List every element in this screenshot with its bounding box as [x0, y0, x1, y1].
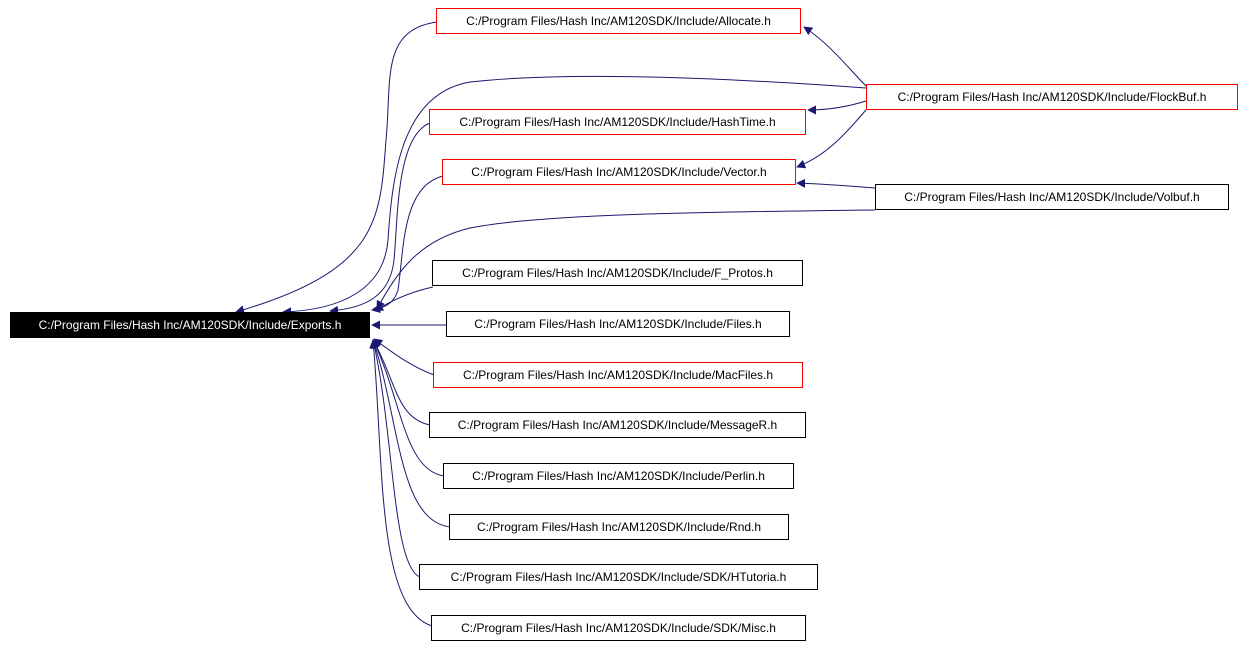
node-flockbuf-h[interactable]: C:/Program Files/Hash Inc/AM120SDK/Inclu… — [866, 84, 1238, 110]
node-misc-h[interactable]: C:/Program Files/Hash Inc/AM120SDK/Inclu… — [431, 615, 806, 641]
edge-rnd-to-exports — [371, 339, 451, 528]
edge-misc-to-exports — [369, 339, 433, 627]
node-vector-h[interactable]: C:/Program Files/Hash Inc/AM120SDK/Inclu… — [442, 159, 796, 185]
edge-allocate-to-exports — [235, 21, 438, 315]
node-htutoria-h[interactable]: C:/Program Files/Hash Inc/AM120SDK/Inclu… — [419, 564, 818, 590]
node-volbuf-h[interactable]: C:/Program Files/Hash Inc/AM120SDK/Inclu… — [875, 184, 1229, 210]
node-perlin-h[interactable]: C:/Program Files/Hash Inc/AM120SDK/Inclu… — [443, 463, 794, 489]
edge-fprotos-to-exports — [374, 286, 434, 312]
node-f-protos-h[interactable]: C:/Program Files/Hash Inc/AM120SDK/Inclu… — [432, 260, 803, 286]
node-files-h[interactable]: C:/Program Files/Hash Inc/AM120SDK/Inclu… — [446, 311, 790, 337]
node-exports-h[interactable]: C:/Program Files/Hash Inc/AM120SDK/Inclu… — [10, 312, 370, 338]
edge-flockbuf-to-vector — [796, 109, 867, 169]
edge-volbuf-to-exports — [376, 209, 876, 310]
edge-macfiles-to-exports — [373, 338, 435, 376]
edge-messager-to-exports — [372, 339, 431, 426]
node-messager-h[interactable]: C:/Program Files/Hash Inc/AM120SDK/Inclu… — [429, 412, 806, 438]
edge-vector-to-exports — [371, 175, 444, 314]
edge-flockbuf-to-hashtime — [807, 100, 867, 115]
node-hashtime-h[interactable]: C:/Program Files/Hash Inc/AM120SDK/Inclu… — [429, 109, 806, 135]
edge-hashtime-to-exports — [329, 122, 431, 315]
edge-perlin-to-exports — [372, 339, 445, 477]
edge-htutoria-to-exports — [370, 339, 421, 578]
edge-flockbuf-to-exports — [282, 75, 867, 317]
edge-volbuf-to-vector — [796, 178, 876, 189]
node-macfiles-h[interactable]: C:/Program Files/Hash Inc/AM120SDK/Inclu… — [433, 362, 803, 388]
edge-flockbuf-to-allocate — [803, 26, 867, 87]
node-allocate-h[interactable]: C:/Program Files/Hash Inc/AM120SDK/Inclu… — [436, 8, 801, 34]
node-rnd-h[interactable]: C:/Program Files/Hash Inc/AM120SDK/Inclu… — [449, 514, 789, 540]
